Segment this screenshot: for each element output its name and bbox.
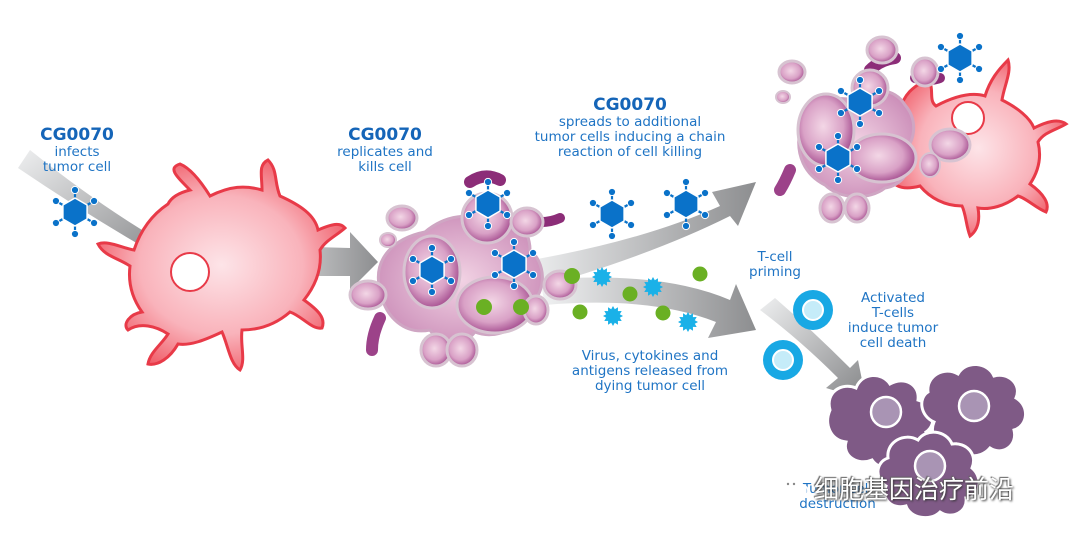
arrow-tcell (760, 298, 866, 400)
nucleus-icon (869, 395, 903, 429)
second-tumor-cell (888, 57, 1069, 239)
step-spread-line: reaction of cell killing (557, 144, 703, 160)
step-spread-line: spreads to additional (558, 114, 702, 130)
antigen-icon (476, 299, 492, 315)
virus-icon (464, 177, 512, 231)
step-replicate-line: replicates and (337, 144, 433, 160)
destruction-line: destruction (799, 496, 876, 512)
step-infect-title: CG0070 (40, 125, 114, 145)
virus-icon (662, 177, 710, 231)
cytokine-icon (643, 277, 663, 297)
antigen-icon (622, 286, 638, 302)
step-replicate-label: CG0070 replicates and kills cell (325, 126, 445, 175)
step-spread-label: CG0070 spreads to additional tumor cells… (530, 96, 730, 160)
step-replicate-title: CG0070 (348, 125, 422, 145)
lysing-tumor-cell-2 (774, 35, 972, 224)
nucleus-icon (951, 101, 985, 135)
arrow-spread (520, 182, 756, 290)
activated-line: induce tumor (847, 320, 939, 336)
t-cell (763, 340, 803, 380)
release-label: Virus, cytokines and antigens released f… (555, 349, 745, 394)
release-line: Virus, cytokines and (581, 348, 719, 364)
lysing-tumor-cell (348, 170, 578, 368)
destruction-line: Tumor cell (802, 481, 873, 497)
virus-icon (814, 131, 862, 185)
activated-tcells-label: Activated T-cells induce tumor cell deat… (838, 291, 948, 351)
antigen-icon (655, 305, 671, 321)
virus-icon (588, 187, 636, 241)
destruction-label: Tumor cell destruction (790, 482, 885, 512)
cytokine-icon (603, 306, 623, 326)
activated-line: cell death (859, 335, 927, 351)
nucleus-icon (170, 252, 210, 292)
watermark: 细胞基因治疗前沿 (780, 470, 1014, 506)
virus-icon (490, 237, 538, 291)
tumor-cell (95, 158, 348, 373)
nucleus-icon (913, 449, 947, 483)
step-infect-line: infects (54, 144, 100, 160)
cytokine-icon (678, 312, 698, 332)
antigens (476, 266, 708, 321)
antigen-icon (572, 304, 588, 320)
step-spread-line: tumor cells inducing a chain (534, 129, 726, 145)
dead-tumor-cells (826, 363, 1027, 520)
step-spread-title: CG0070 (593, 95, 667, 115)
activated-line: T-cells (871, 305, 915, 321)
release-line: dying tumor cell (594, 378, 706, 394)
nucleus-icon (957, 389, 991, 423)
virus-icon (936, 31, 984, 85)
tcell-priming-line: priming (749, 264, 801, 280)
cytokine-icon (592, 267, 612, 287)
tcell-priming-line: T-cell (757, 249, 793, 265)
arrow-release (540, 277, 756, 338)
virus-icon (836, 75, 884, 129)
antigen-icon (564, 268, 580, 284)
antigen-icon (692, 266, 708, 282)
t-cell (793, 290, 833, 330)
release-line: antigens released from (571, 363, 729, 379)
watermark-text: 细胞基因治疗前沿 (814, 475, 1015, 504)
cytokines (592, 267, 698, 332)
virus-icon (51, 185, 99, 239)
step-infect-line: tumor cell (42, 159, 112, 175)
arrow-infect (18, 150, 172, 262)
step-replicate-line: kills cell (358, 159, 412, 175)
antigen-icon (513, 299, 529, 315)
virus-icon (408, 243, 456, 297)
viruses (51, 31, 984, 297)
activated-line: Activated (861, 290, 925, 306)
step-infect-label: CG0070 infects tumor cell (22, 126, 132, 175)
wechat-icon (780, 476, 809, 499)
tcell-priming-label: T-cell priming (735, 250, 815, 280)
